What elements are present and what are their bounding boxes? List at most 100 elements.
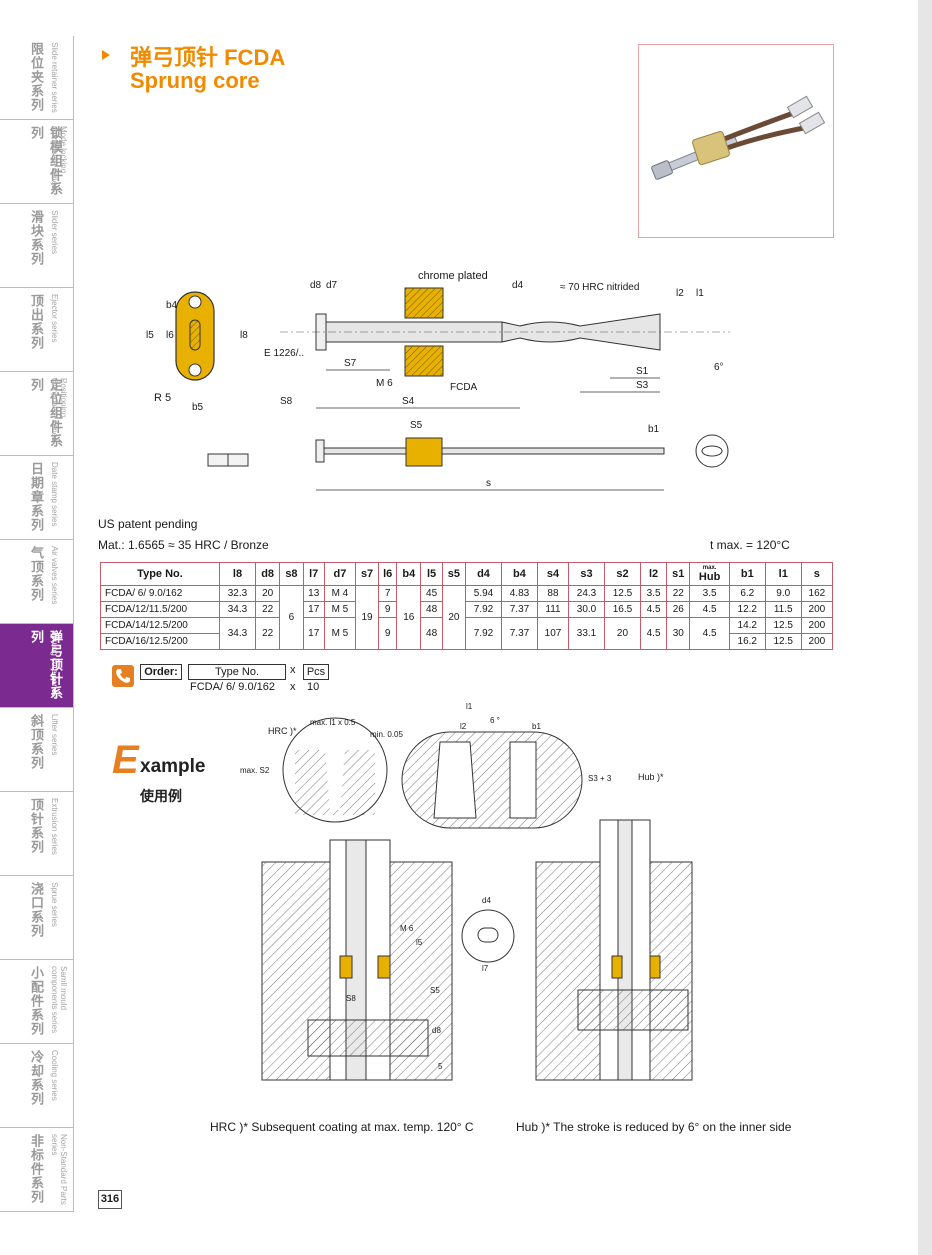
cell: 13 [302, 585, 325, 602]
cell: 200 [800, 633, 834, 650]
cell: 22 [254, 617, 281, 650]
cell: 3.5 [639, 585, 668, 602]
col-header: b4 [500, 562, 538, 586]
order-type-header: Type No. [188, 664, 286, 680]
cell: M 5 [323, 617, 356, 650]
table-row: FCDA/14/12.5/200 34.3 22 17 M 5 9 48 7.9… [100, 617, 834, 650]
order-x-value: x [290, 681, 296, 693]
cell: 162 [800, 585, 834, 602]
dim-005: min. 0.05 [370, 730, 403, 739]
cell: 22 [254, 601, 281, 618]
sidebar-item-ejector[interactable]: 顶出系列 Ejector series [0, 288, 74, 372]
sidebar-item-en: Non-Standard Parts series [50, 1134, 68, 1205]
technical-drawing: chrome plated ≈ 70 HRC nitrided E 1226/.… [140, 258, 740, 498]
cell: 6.2 [728, 585, 766, 602]
dim-l2: l2 [460, 722, 467, 731]
cell-s8: 6 [279, 585, 304, 650]
cell: 7 [378, 585, 398, 602]
cell-type-no: FCDA/12/11.5/200 [100, 601, 220, 618]
order-type-value: FCDA/ 6/ 9.0/162 [190, 681, 275, 693]
cell: M 5 [323, 601, 356, 618]
sidebar-item-en: Ejector series [50, 294, 59, 343]
col-header: b4 [396, 562, 422, 586]
dim-l1x05: max. l1 x 0.5 [310, 718, 356, 727]
s4-label: S4 [402, 396, 415, 407]
table-row: FCDA/12/11.5/200 34.3 22 17 M 5 9 48 7.9… [100, 601, 834, 618]
order-pcs-header: Pcs [303, 664, 329, 680]
b4-label: b4 [166, 300, 178, 311]
s3-label: S3 [636, 380, 649, 391]
col-header: d8 [254, 562, 281, 586]
col-header-hub: max.Hub [689, 562, 730, 586]
sidebar-item-non-standard[interactable]: 非标件系列 Non-Standard Parts series [0, 1128, 74, 1212]
col-header: s2 [604, 562, 641, 586]
cell: 24.3 [568, 585, 605, 602]
cell: 111 [536, 601, 570, 618]
cell: 4.5 [689, 617, 730, 650]
example-initial: E [112, 738, 139, 782]
cell: 200 [800, 601, 834, 618]
sidebar-item-zh: 非标件系列 [28, 1134, 43, 1204]
sidebar-item-en: Lifter series [50, 714, 59, 756]
example-title: xample [140, 756, 206, 777]
col-type-no: Type No. [100, 562, 220, 586]
table-row: FCDA/16/12.5/200 16.2 12.5 200 [100, 633, 834, 650]
cell: 12.5 [764, 617, 802, 634]
cell-b4: 16 [396, 585, 422, 650]
s7-label: S7 [344, 358, 357, 369]
page-number: 316 [98, 1190, 122, 1209]
l1-label: l1 [696, 288, 704, 299]
chrome-plated-label: chrome plated [418, 270, 488, 282]
dim-l5: l5 [416, 938, 423, 947]
col-header: l7 [302, 562, 325, 586]
col-header: s1 [666, 562, 691, 586]
dim-l1: l1 [466, 702, 473, 711]
col-header: l2 [639, 562, 668, 586]
cell-s5: 20 [441, 585, 467, 650]
cell-type-no: FCDA/ 6/ 9.0/162 [100, 585, 220, 602]
hrc-label: HRC )* [268, 726, 297, 736]
cell: 200 [800, 617, 834, 634]
sidebar-item-en: Air valves series [50, 546, 59, 605]
footnote-hrc: HRC )* Subsequent coating at max. temp. … [210, 1120, 474, 1134]
m6-label: M 6 [376, 378, 393, 389]
dim-d8: d8 [432, 1026, 441, 1035]
nitrided-label: ≈ 70 HRC nitrided [560, 282, 640, 293]
cell: 9 [378, 601, 398, 618]
sidebar-item-zh: 日期章系列 [28, 462, 43, 532]
sidebar-item-en: Mode locking component series [50, 126, 68, 190]
cell: 9.0 [764, 585, 802, 602]
sidebar-item-date-stamp[interactable]: 日期章系列 Date stamp series [0, 456, 74, 540]
sidebar-item-zh: 弹弓顶针系列 [28, 630, 62, 700]
dim-d4: d4 [482, 896, 491, 905]
cell: 17 [302, 601, 325, 618]
sidebar-item-zh: 顶出系列 [28, 294, 43, 350]
cell: M 4 [323, 585, 356, 602]
s8-label: S8 [280, 396, 293, 407]
sidebar-item-en: Samll mould components series [50, 966, 68, 1034]
dim-5: 5 [438, 1062, 443, 1071]
sidebar-item-en: Date stamp series [50, 462, 59, 527]
col-header: s3 [568, 562, 605, 586]
cell: 5.94 [465, 585, 502, 602]
cell: 20 [254, 585, 281, 602]
cell-type-no: FCDA/14/12.5/200 [100, 617, 220, 634]
cell: 7.92 [465, 601, 502, 618]
col-header: d7 [323, 562, 356, 586]
dim-s3: S3 + 3 [588, 774, 612, 783]
cell: 4.5 [689, 601, 730, 618]
col-header: s7 [354, 562, 380, 586]
d8-label: d8 [310, 280, 322, 291]
order-x: x [290, 664, 296, 676]
